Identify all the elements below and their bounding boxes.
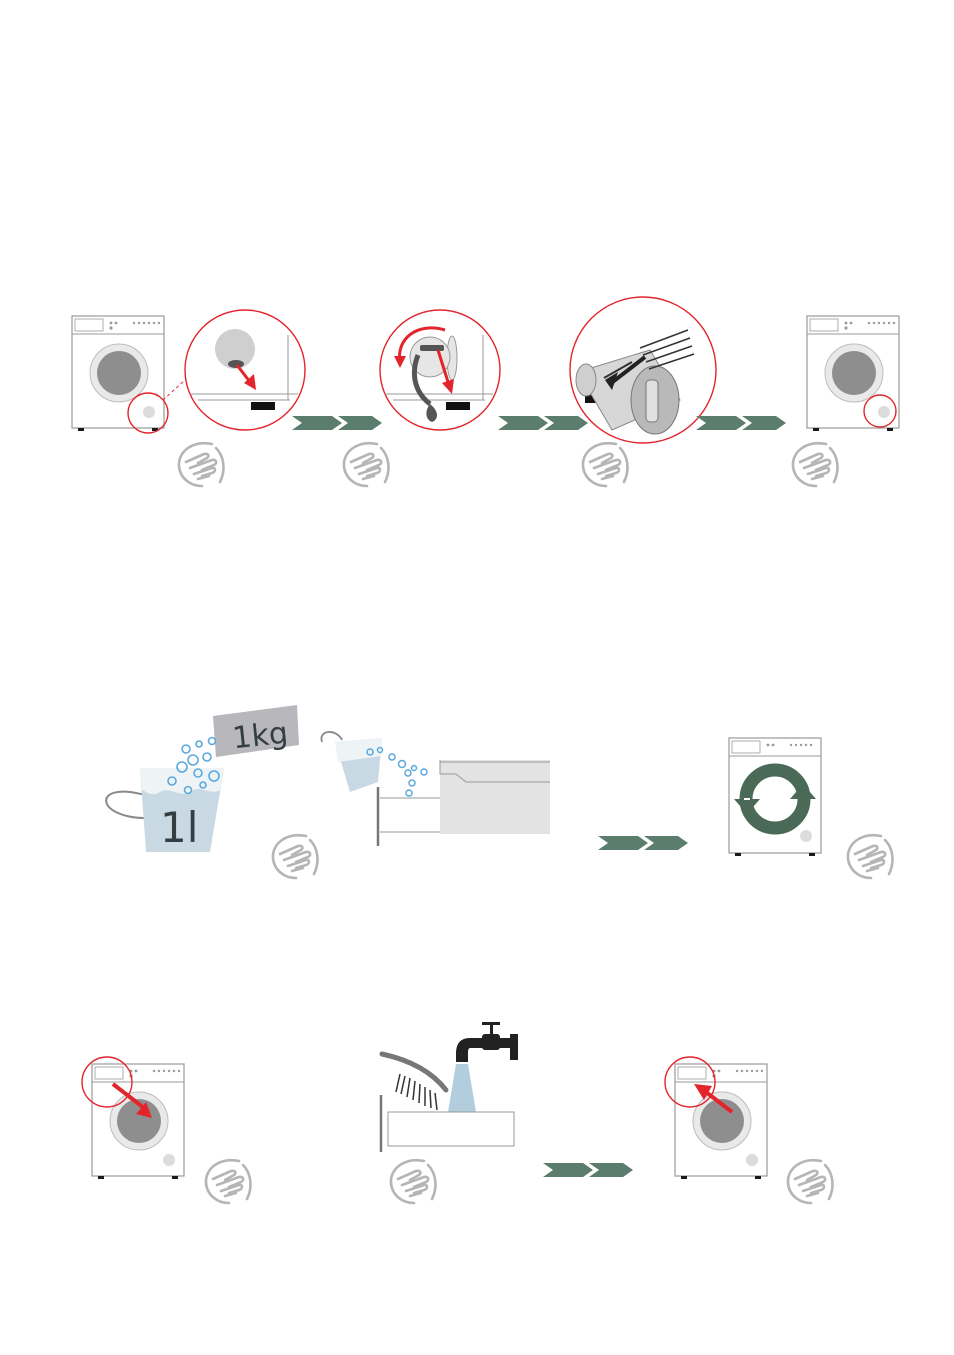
hand-icon	[793, 443, 838, 486]
section-1-filter-cleaning	[72, 297, 899, 486]
brush-icon	[382, 1054, 446, 1110]
tap-icon	[448, 1022, 518, 1112]
hand-icon	[273, 835, 318, 878]
hand-icon	[788, 1160, 833, 1203]
filter-zoom-circle	[185, 310, 305, 430]
hand-icon	[344, 443, 389, 486]
detergent-label: 1kg	[231, 716, 290, 757]
cup-icon	[321, 732, 382, 792]
washing-machine-icon	[72, 316, 164, 431]
hand-icon	[206, 1160, 251, 1203]
washing-machine-icon	[675, 1064, 767, 1179]
drain-hose-zoom-circle	[380, 310, 500, 430]
washing-machine-icon	[807, 316, 899, 431]
bucket-icon: 1l	[106, 768, 224, 852]
double-arrow-icon	[598, 836, 688, 850]
detergent-drawer-icon	[381, 1095, 514, 1152]
detergent-drawer-icon	[378, 760, 550, 846]
double-arrow-icon	[543, 1163, 633, 1177]
hand-icon	[583, 443, 628, 486]
section-2-descaling: 1l 1kg	[106, 705, 892, 878]
detergent-box-icon: 1kg	[213, 705, 299, 757]
washing-machine-icon	[92, 1064, 184, 1179]
section-3-drawer-cleaning	[82, 1022, 832, 1203]
hand-icon	[391, 1160, 436, 1203]
pump-filter-zoom-circle	[570, 297, 716, 443]
hand-icon	[848, 835, 893, 878]
bucket-label: 1l	[160, 803, 198, 852]
double-arrow-icon	[498, 416, 588, 430]
double-arrow-icon	[292, 416, 382, 430]
hand-icon	[179, 443, 224, 486]
double-arrow-icon	[696, 416, 786, 430]
